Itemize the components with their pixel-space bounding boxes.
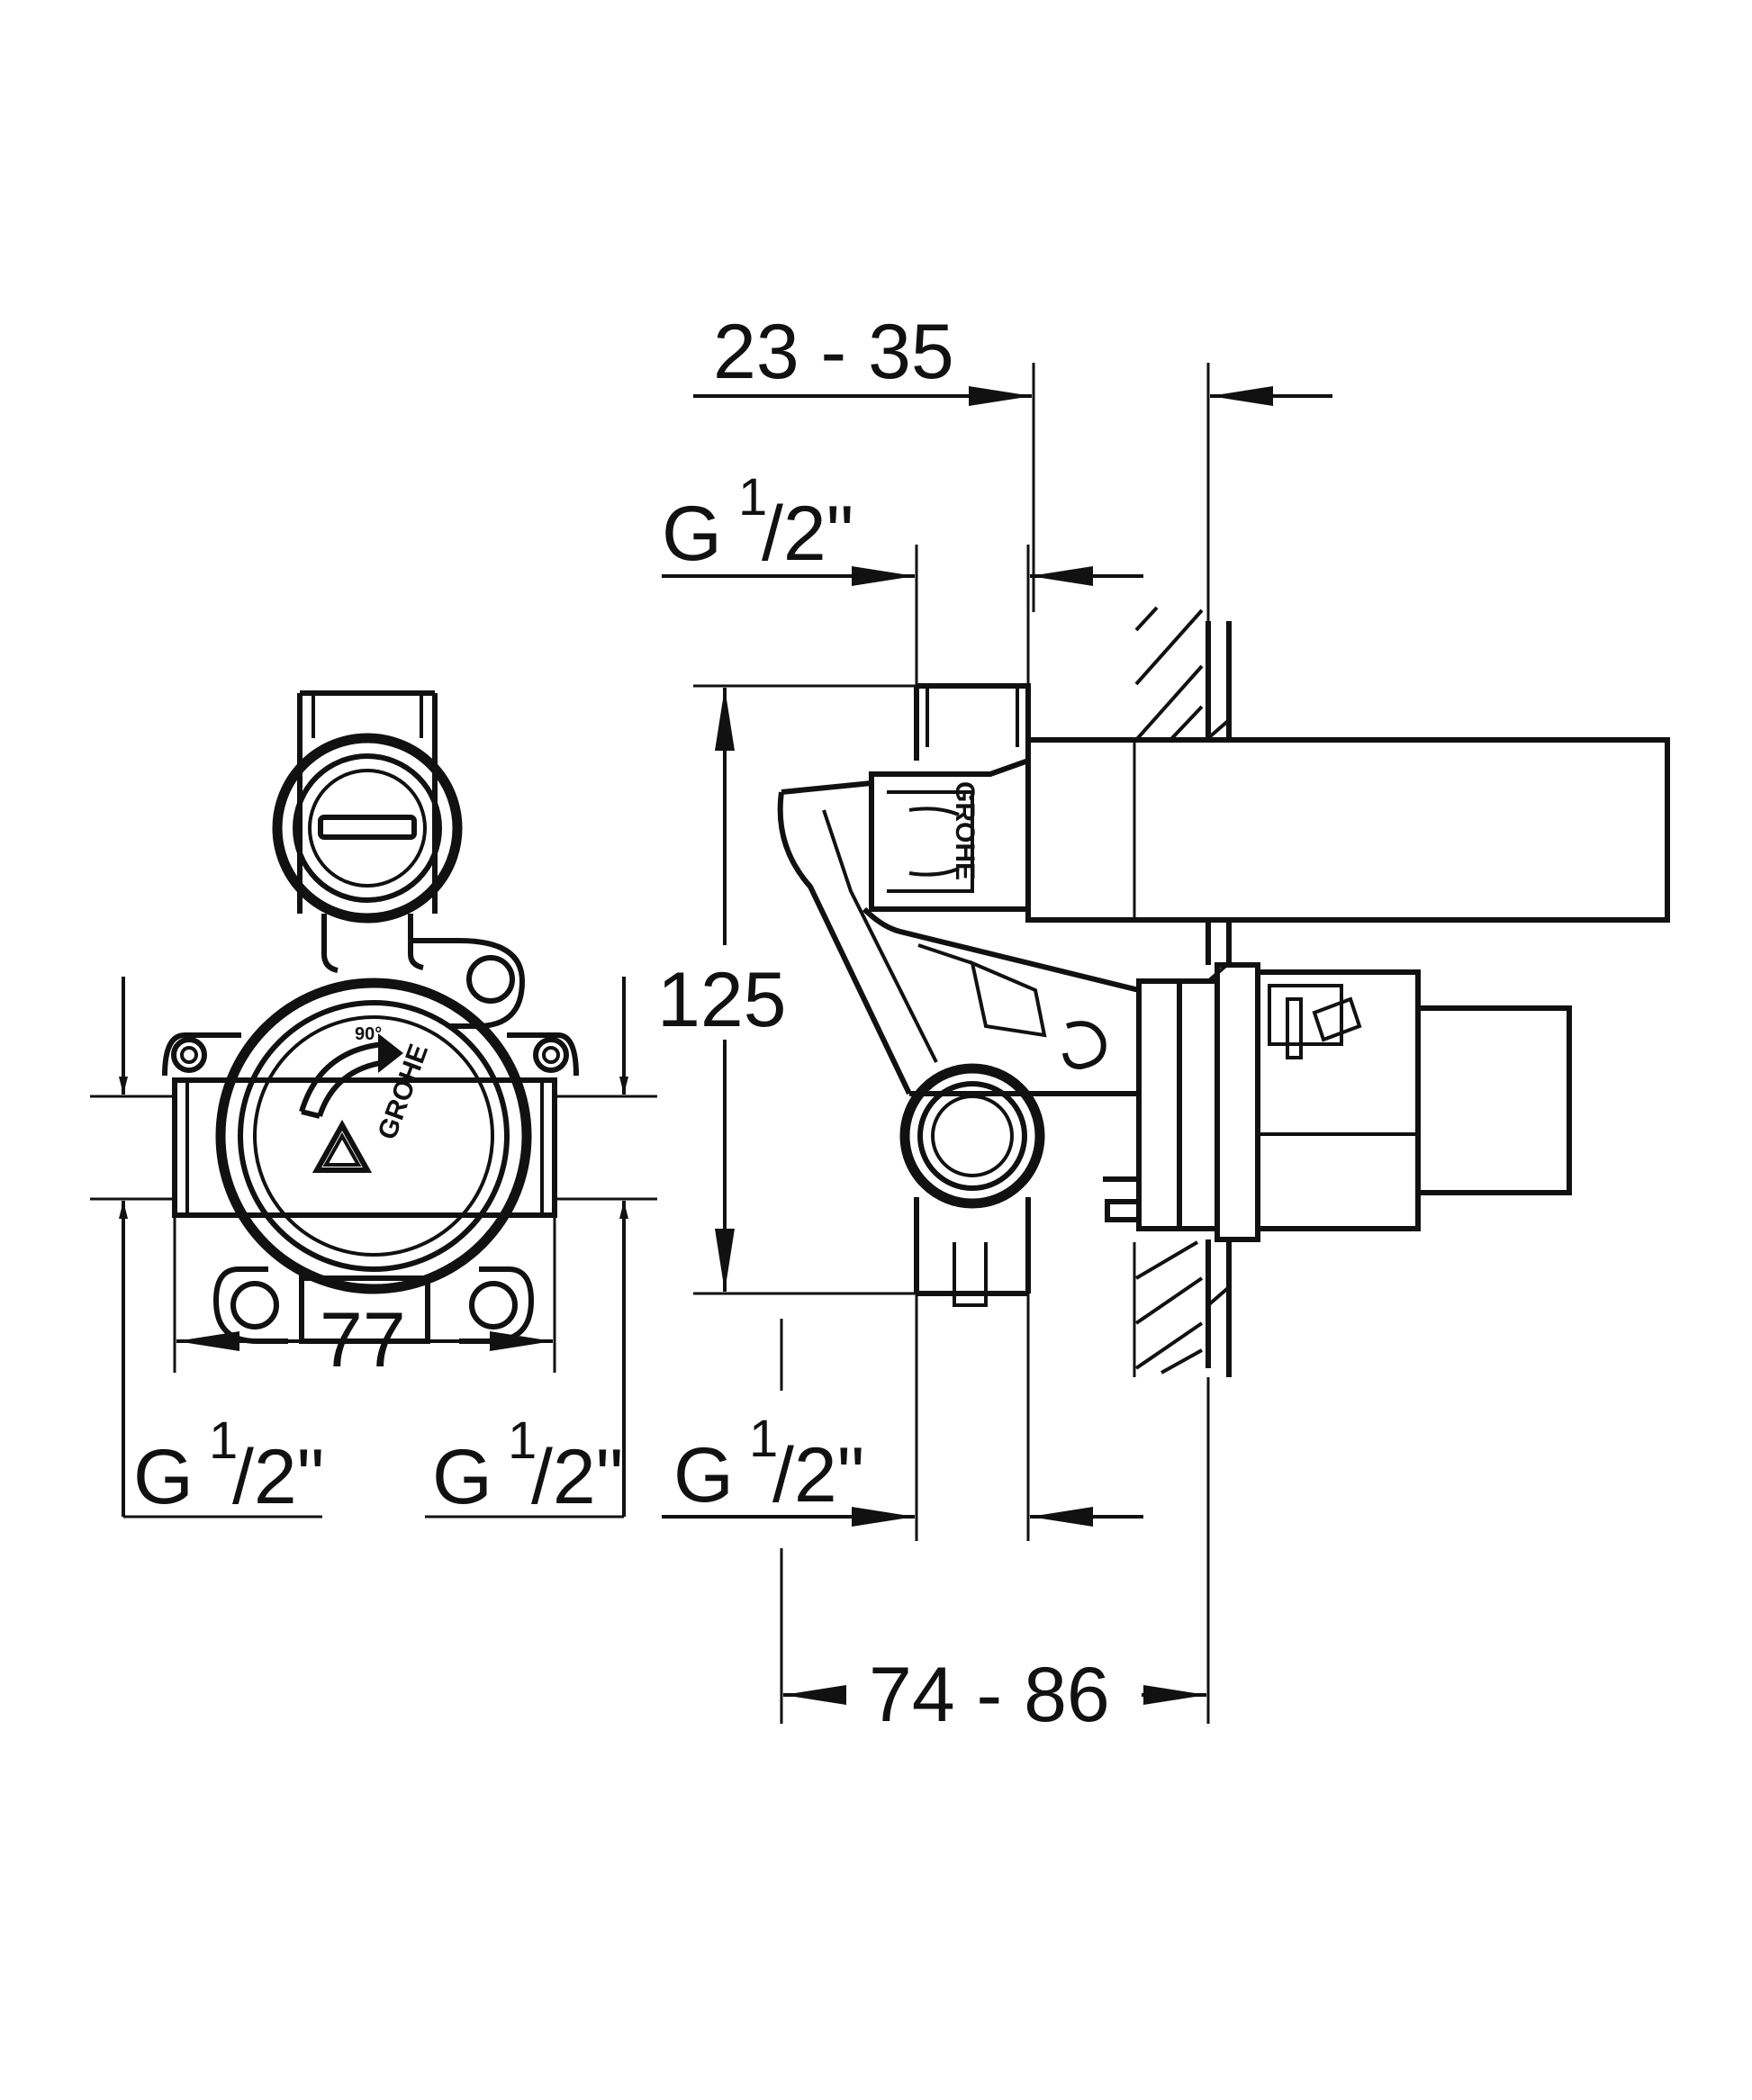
front-inlet-extents xyxy=(90,977,657,1519)
bottom-depth-value: 74 - 86 xyxy=(869,1652,1110,1738)
thread-label-front-right: G 1 /2" xyxy=(432,1411,623,1520)
side-top-thread-dimension xyxy=(662,545,1143,686)
svg-text:G: G xyxy=(432,1434,492,1520)
svg-text:1: 1 xyxy=(508,1411,537,1470)
svg-text:G: G xyxy=(133,1434,194,1520)
height-value: 125 xyxy=(657,957,787,1043)
svg-text:/2": /2" xyxy=(232,1434,324,1520)
brand-logo-side: GROHE xyxy=(950,781,980,880)
front-view xyxy=(162,690,579,1344)
thread-label-front-left: G 1 /2" xyxy=(133,1411,324,1520)
svg-text:1: 1 xyxy=(738,468,767,527)
svg-text:1: 1 xyxy=(749,1410,778,1468)
height-dimension xyxy=(693,684,917,1295)
thread-label-side-top: G 1 /2" xyxy=(662,468,853,577)
svg-text:/2": /2" xyxy=(772,1432,864,1519)
svg-text:1: 1 xyxy=(209,1411,238,1470)
width-dimension xyxy=(173,1215,556,1373)
top-depth-value: 23 - 35 xyxy=(713,309,954,395)
svg-text:G: G xyxy=(662,491,722,577)
svg-text:/2": /2" xyxy=(762,491,853,577)
side-bottom-thread-dimension xyxy=(662,1293,1143,1541)
width-value: 77 xyxy=(320,1297,406,1383)
side-view xyxy=(777,606,1670,1377)
thread-label-side-bottom: G 1 /2" xyxy=(673,1410,864,1519)
svg-text:G: G xyxy=(673,1432,734,1519)
bottom-depth-dimension xyxy=(780,1319,1210,1724)
svg-text:/2": /2" xyxy=(531,1434,623,1520)
rotation-label: 90° xyxy=(355,1024,382,1044)
